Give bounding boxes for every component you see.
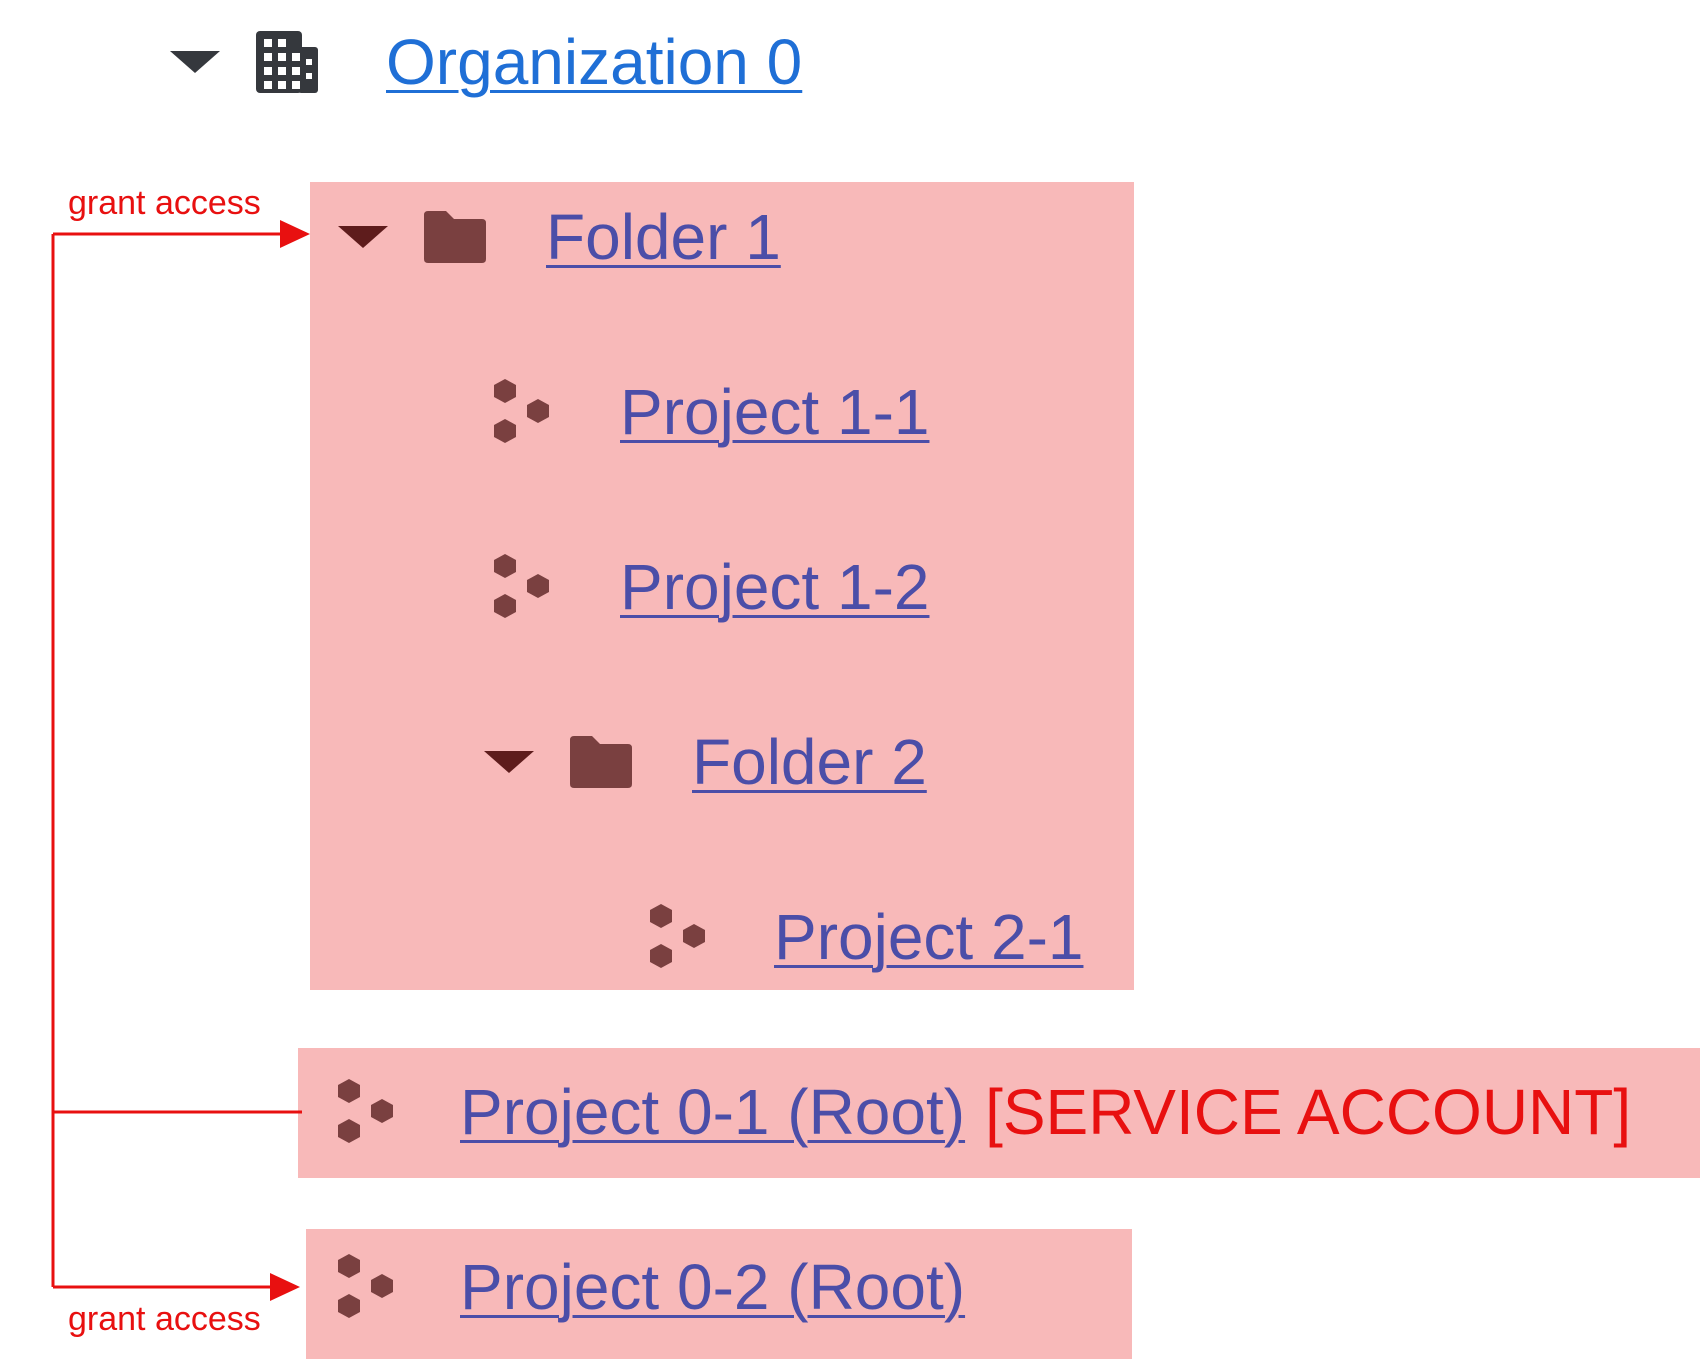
tree-row-project-0-2[interactable]: Project 0-2 (Root) — [334, 1227, 965, 1347]
tree-row-project-1-1[interactable]: Project 1-1 — [490, 352, 929, 472]
highlight-folder1-subtree — [310, 182, 1134, 990]
project-1-2-link[interactable]: Project 1-2 — [620, 551, 930, 623]
project-0-1-link[interactable]: Project 0-1 (Root) — [460, 1076, 966, 1148]
tree-row-project-1-2[interactable]: Project 1-2 — [490, 527, 929, 647]
chevron-down-icon[interactable] — [484, 751, 534, 773]
project-hexagons-icon — [494, 379, 549, 443]
tree-row-organization[interactable]: Organization 0 — [170, 2, 802, 122]
tree-row-project-0-1[interactable]: Project 0-1 (Root) [SERVICE ACCOUNT] — [334, 1052, 1631, 1172]
grant-access-label-top: grant access — [68, 184, 261, 222]
project-hexagons-icon — [338, 1079, 393, 1143]
project-hexagons-icon — [650, 904, 705, 968]
project-2-1-link[interactable]: Project 2-1 — [774, 901, 1084, 973]
folder-2-link[interactable]: Folder 2 — [692, 726, 927, 798]
folder-icon — [570, 736, 632, 788]
tree-row-folder-1[interactable]: Folder 1 — [338, 177, 781, 297]
tree-row-folder-2[interactable]: Folder 2 — [484, 702, 927, 822]
folder-icon — [424, 211, 486, 263]
chevron-down-icon[interactable] — [170, 51, 220, 73]
folder-1-link[interactable]: Folder 1 — [546, 201, 781, 273]
arrow-right-icon — [270, 1273, 300, 1301]
project-hexagons-icon — [338, 1254, 393, 1318]
project-hexagons-icon — [494, 554, 549, 618]
tree-row-project-2-1[interactable]: Project 2-1 — [646, 877, 1083, 997]
organization-building-icon — [256, 31, 318, 93]
highlight-project0-2 — [306, 1229, 1132, 1359]
organization-link[interactable]: Organization 0 — [386, 26, 803, 98]
service-account-tag: [SERVICE ACCOUNT] — [985, 1076, 1632, 1148]
project-0-2-link[interactable]: Project 0-2 (Root) — [460, 1251, 966, 1323]
project-1-1-link[interactable]: Project 1-1 — [620, 376, 930, 448]
arrow-right-icon — [280, 220, 310, 248]
chevron-down-icon[interactable] — [338, 226, 388, 248]
highlight-project0-1 — [298, 1048, 1700, 1178]
grant-access-label-bottom: grant access — [68, 1300, 261, 1338]
